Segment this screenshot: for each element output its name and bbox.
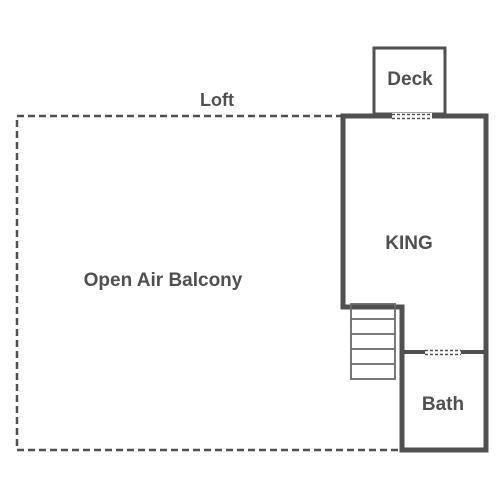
king-room-walls [340,113,489,453]
balcony-dashed-boundary [15,114,402,452]
bath-room-label: Bath [422,394,464,415]
staircase [350,303,396,380]
deck-room-label: Deck [387,69,433,90]
loft-label: Loft [200,90,234,110]
staircase-outline [350,303,396,380]
bath-door [425,349,461,356]
king-room-label: KING [385,233,433,254]
balcony-room-label: Open Air Balcony [84,270,243,291]
deck-door [392,113,432,120]
